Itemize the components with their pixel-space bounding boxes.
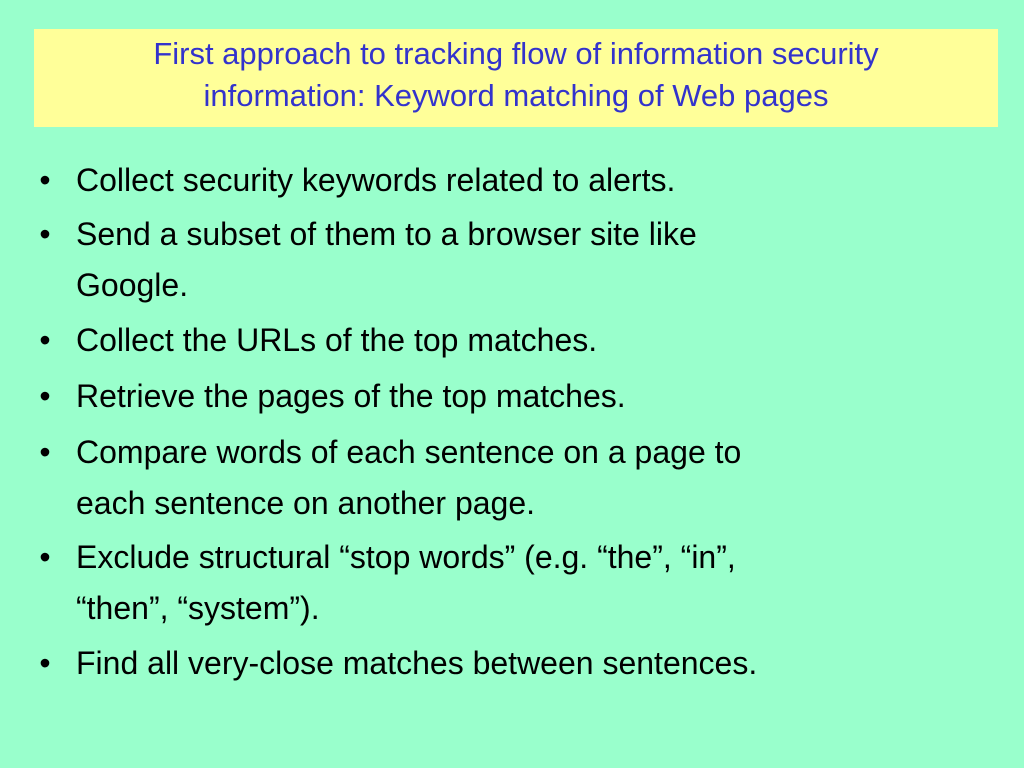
slide-title-box: First approach to tracking flow of infor… bbox=[34, 29, 998, 127]
bullet-dot: • bbox=[39, 162, 51, 198]
bullet-text: Send a subset of them to a browser site … bbox=[76, 216, 697, 252]
bullet-text: Collect security keywords related to ale… bbox=[76, 162, 676, 198]
bullet-dot: • bbox=[39, 539, 51, 575]
slide-title-line-1: First approach to tracking flow of infor… bbox=[153, 36, 879, 71]
bullet-text-continued: “then”, “system”). bbox=[76, 590, 320, 626]
bullet-item-3: • Collect the URLs of the top matches. bbox=[39, 315, 598, 366]
bullet-item-6: • Exclude structural “stop words” (e.g. … bbox=[39, 532, 736, 634]
bullet-text: Collect the URLs of the top matches. bbox=[76, 322, 598, 358]
bullet-text: Exclude structural “stop words” (e.g. “t… bbox=[76, 539, 736, 575]
bullet-text: Retrieve the pages of the top matches. bbox=[76, 378, 626, 414]
bullet-dot: • bbox=[39, 434, 51, 470]
bullet-dot: • bbox=[39, 378, 51, 414]
bullet-item-1: • Collect security keywords related to a… bbox=[39, 155, 676, 206]
bullet-text-continued: each sentence on another page. bbox=[76, 485, 536, 521]
bullet-text: Compare words of each sentence on a page… bbox=[76, 434, 742, 470]
bullet-item-5: • Compare words of each sentence on a pa… bbox=[39, 427, 742, 529]
bullet-text-continued: Google. bbox=[76, 267, 189, 303]
bullet-dot: • bbox=[39, 645, 51, 681]
bullet-text: Find all very-close matches between sent… bbox=[76, 645, 758, 681]
bullet-dot: • bbox=[39, 322, 51, 358]
bullet-item-2: • Send a subset of them to a browser sit… bbox=[39, 209, 697, 311]
bullet-item-7: • Find all very-close matches between se… bbox=[39, 638, 758, 689]
slide-title-line-2: information: Keyword matching of Web pag… bbox=[203, 78, 829, 113]
bullet-dot: • bbox=[39, 216, 51, 252]
bullet-item-4: • Retrieve the pages of the top matches. bbox=[39, 371, 626, 422]
